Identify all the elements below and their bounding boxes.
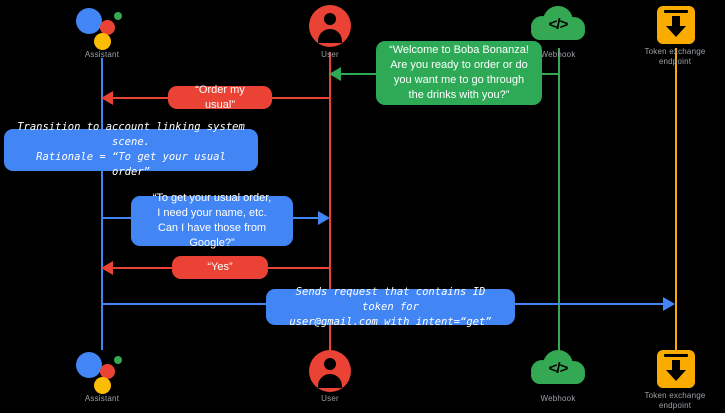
arrow-head-ask-for-name: [318, 211, 330, 225]
message-bubble-order-my-usual: “Order my usual”: [168, 84, 272, 111]
google-assistant-icon-bottom: [76, 350, 132, 396]
download-box-icon: [657, 6, 695, 44]
google-assistant-icon: [76, 6, 132, 52]
lane-label-assistant: Assistant: [84, 50, 120, 59]
arrow-head-order-my-usual: [101, 91, 113, 105]
lane-label-token-bottom-line1: Token exchange: [644, 391, 706, 400]
cloud-code-icon: </>: [531, 6, 585, 46]
lifeline-assistant: [101, 58, 103, 350]
lifeline-webhook: [558, 48, 560, 352]
arrow-head-yes: [101, 261, 113, 275]
lane-label-webhook-bottom: Webhook: [540, 394, 576, 403]
lane-label-token-bottom-line2: endpoint: [658, 401, 692, 410]
message-bubble-ask-for-name: “To get your usual order, I need your na…: [131, 192, 293, 249]
lane-label-user: User: [321, 50, 339, 59]
lane-label-token-endpoint-bottom: Token exchange endpoint: [630, 391, 720, 411]
message-bubble-yes: “Yes”: [172, 256, 268, 279]
lane-label-token-line2: endpoint: [658, 57, 692, 66]
user-avatar-icon: [309, 5, 351, 47]
lane-label-token-line1: Token exchange: [644, 47, 706, 56]
lifeline-token-endpoint: [675, 48, 677, 352]
cloud-code-icon-bottom: </>: [531, 350, 585, 390]
lane-label-assistant-bottom: Assistant: [84, 394, 120, 403]
lane-label-user-bottom: User: [321, 394, 339, 403]
message-note-transition: Transition to account linking system sce…: [4, 121, 258, 178]
lane-label-webhook: Webhook: [540, 50, 576, 59]
arrow-head-sends-request: [663, 297, 675, 311]
lifeline-user: [329, 52, 331, 352]
arrow-head-welcome: [329, 67, 341, 81]
lane-label-token-endpoint: Token exchange endpoint: [630, 47, 720, 67]
user-avatar-icon-bottom: [309, 350, 351, 392]
message-bubble-welcome: “Welcome to Boba Bonanza! Are you ready …: [376, 41, 542, 105]
download-box-icon-bottom: [657, 350, 695, 388]
message-note-sends-request: Sends request that contains ID token for…: [266, 286, 515, 328]
